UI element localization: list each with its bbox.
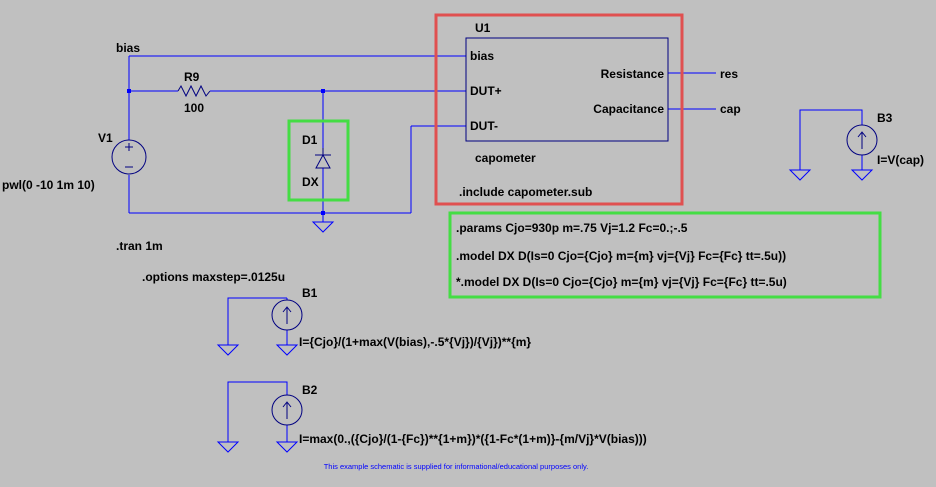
wire-b3-top bbox=[799, 109, 863, 170]
u1-pin-dutm: DUT- bbox=[470, 119, 498, 133]
b1-value: I={Cjo}/(1+max(V(bias),-.5*{Vj})/{Vj})**… bbox=[299, 335, 531, 349]
ground-icon bbox=[275, 441, 299, 453]
u1-highlight-box bbox=[434, 13, 684, 206]
v1-circle bbox=[111, 139, 147, 175]
b2-value: I=max(0.,({Cjo}/(1-{Fc})**{1+m})*({1-Fc*… bbox=[299, 432, 647, 446]
b2-arrow-head bbox=[282, 401, 292, 408]
ground-icon bbox=[850, 169, 874, 181]
v1-value: pwl(0 -10 1m 10) bbox=[2, 178, 95, 192]
b3-current-source[interactable] bbox=[846, 124, 878, 156]
b1-name: B1 bbox=[302, 286, 318, 300]
u1-pin-capacitance: Capacitance bbox=[593, 102, 664, 116]
d1-triangle bbox=[315, 153, 331, 169]
d1-model: DX bbox=[302, 175, 319, 189]
u1-type: capometer bbox=[475, 151, 536, 165]
options-directive[interactable]: .options maxstep=.0125u bbox=[142, 270, 285, 284]
model-directive[interactable]: .model DX D(Is=0 Cjo={Cjo} m={m} vj={Vj}… bbox=[456, 249, 786, 263]
params-directive[interactable]: .params Cjo=930p m=.75 Vj=1.2 Fc=0.;-.5 bbox=[456, 221, 688, 235]
ground-icon bbox=[275, 344, 299, 356]
directives-highlight-box bbox=[448, 211, 882, 299]
wire-b2-top bbox=[227, 381, 288, 442]
junction-dot bbox=[127, 89, 131, 93]
junction-dot bbox=[321, 211, 325, 215]
footer-note: This example schematic is supplied for i… bbox=[324, 462, 589, 471]
junctions bbox=[127, 89, 325, 215]
d1-highlight-box bbox=[287, 119, 350, 202]
include-directive[interactable]: .include capometer.sub bbox=[459, 185, 592, 199]
b2-current-source[interactable] bbox=[271, 394, 303, 426]
ground-icon bbox=[311, 221, 335, 233]
ground-symbols bbox=[216, 169, 874, 453]
v1-voltage-source[interactable] bbox=[111, 139, 147, 175]
b3-arrow-head bbox=[857, 131, 867, 138]
b1-circle bbox=[271, 299, 303, 331]
net-label-res: res bbox=[720, 67, 738, 81]
b3-name: B3 bbox=[877, 111, 893, 125]
ground-icon bbox=[788, 169, 812, 181]
net-label-cap: cap bbox=[720, 102, 741, 116]
r9-name: R9 bbox=[184, 70, 200, 84]
u1-pin-dutp: DUT+ bbox=[470, 84, 502, 98]
ground-icon bbox=[216, 441, 240, 453]
tran-directive[interactable]: .tran 1m bbox=[116, 239, 163, 253]
u1-pin-resistance: Resistance bbox=[601, 67, 665, 81]
v1-name: V1 bbox=[98, 131, 113, 145]
b3-circle bbox=[846, 124, 878, 156]
wire-b1-top bbox=[227, 297, 287, 345]
b1-current-source[interactable] bbox=[271, 299, 303, 331]
wires bbox=[128, 55, 863, 442]
b2-name: B2 bbox=[302, 383, 318, 397]
ground-icon bbox=[216, 344, 240, 356]
model-commented-directive[interactable]: *.model DX D(Is=0 Cjo={Cjo} m={m} vj={Vj… bbox=[456, 275, 787, 289]
net-label-bias: bias bbox=[116, 41, 140, 55]
u1-name: U1 bbox=[475, 21, 491, 35]
u1-pin-bias: bias bbox=[470, 49, 494, 63]
junction-dot bbox=[321, 89, 325, 93]
b1-arrow-head bbox=[282, 306, 292, 313]
d1-name: D1 bbox=[302, 133, 318, 147]
u1-subcircuit-box[interactable] bbox=[465, 37, 669, 142]
d1-diode-symbol[interactable] bbox=[315, 148, 331, 169]
b3-value: I=V(cap) bbox=[877, 153, 924, 167]
r9-resistor-symbol[interactable] bbox=[177, 84, 211, 98]
b2-circle bbox=[271, 394, 303, 426]
r9-value: 100 bbox=[184, 101, 204, 115]
